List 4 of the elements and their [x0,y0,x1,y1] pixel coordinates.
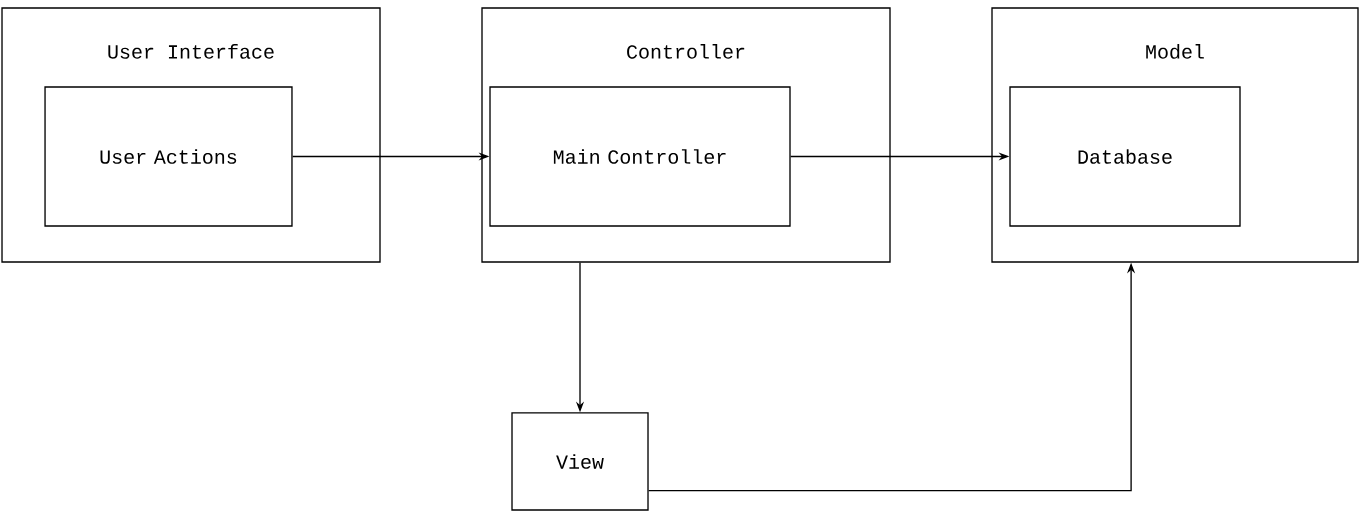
process-box: User Actions [44,86,293,227]
process-box: Main Controller [489,86,791,227]
process-box: Database [1009,86,1241,227]
process-box: View [511,412,649,511]
